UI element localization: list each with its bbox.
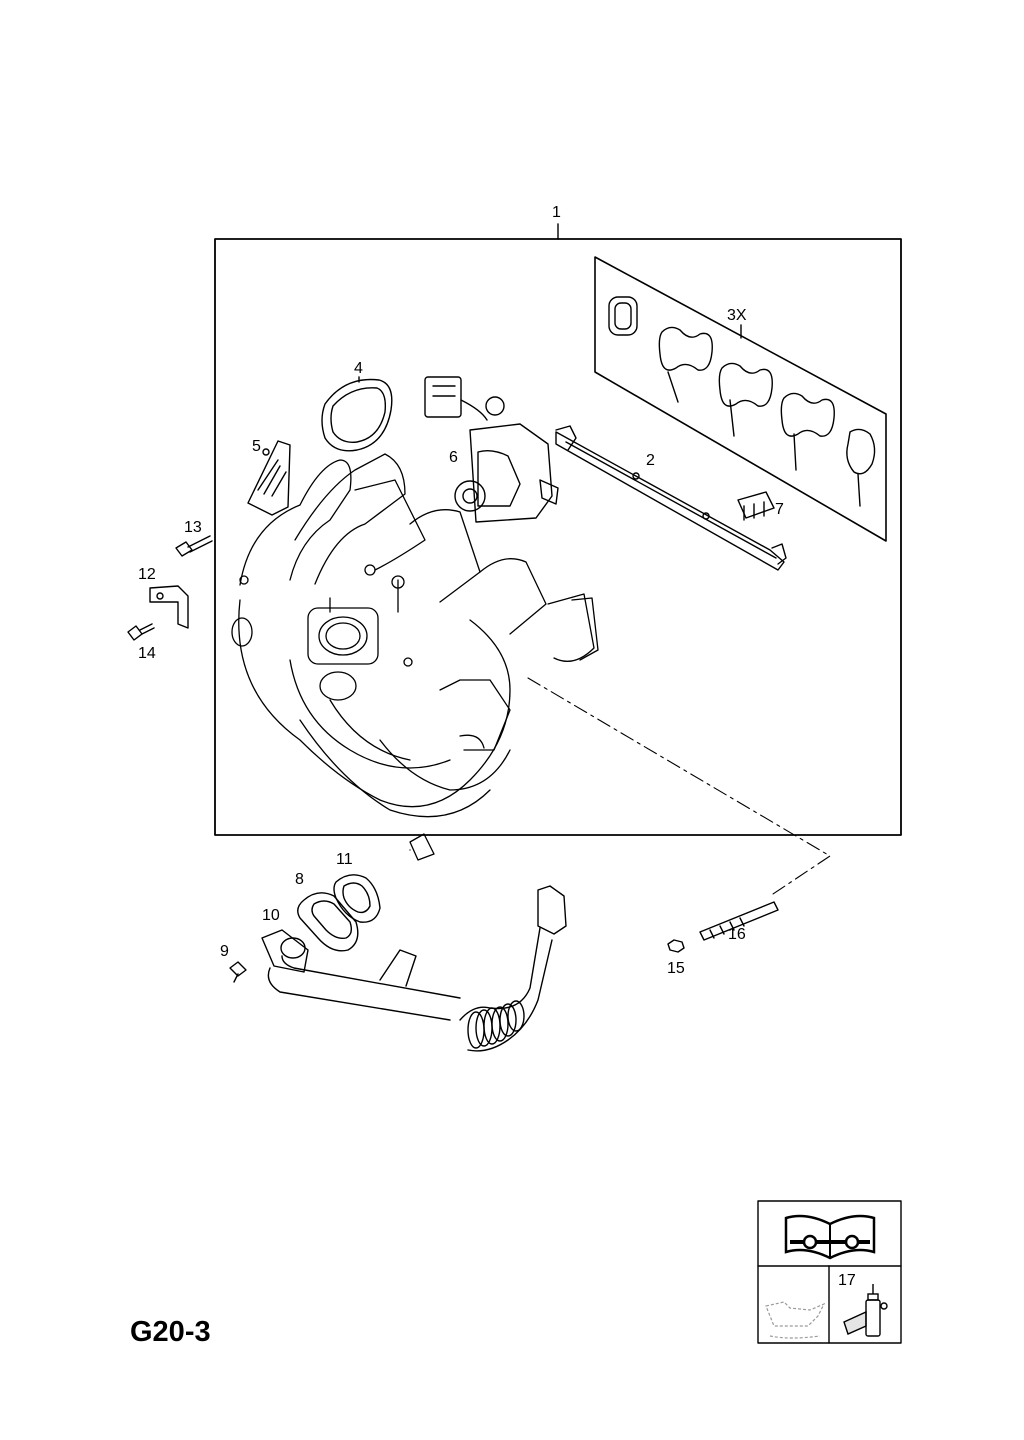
callout-12: 12 bbox=[138, 566, 156, 583]
gasket-part-11 bbox=[333, 874, 381, 923]
intake-manifold bbox=[231, 453, 599, 861]
gasket-part-8 bbox=[297, 892, 359, 952]
callout-10: 10 bbox=[262, 907, 280, 924]
callout-3x: 3X bbox=[727, 307, 747, 324]
callout-13: 13 bbox=[184, 519, 202, 536]
callout-7: 7 bbox=[775, 501, 784, 518]
callout-11: 11 bbox=[336, 851, 353, 868]
throttle-gasket bbox=[321, 378, 393, 452]
throttle-body-part-6 bbox=[424, 376, 559, 523]
oil-can-icon bbox=[765, 1301, 826, 1339]
page-code: G20-3 bbox=[130, 1316, 211, 1348]
callout-4: 4 bbox=[354, 360, 363, 377]
bracket-part-5 bbox=[247, 440, 291, 516]
callout-2: 2 bbox=[646, 452, 655, 469]
bracket-part-12 bbox=[149, 585, 189, 629]
rail-part-2 bbox=[555, 425, 787, 571]
nut-part-15 bbox=[667, 939, 685, 953]
gasket-set bbox=[608, 296, 876, 507]
callout-14: 14 bbox=[138, 645, 156, 662]
callout-16: 16 bbox=[728, 926, 746, 943]
callout-8: 8 bbox=[295, 871, 304, 888]
manual-wrench-icon bbox=[784, 1214, 876, 1260]
callout-5: 5 bbox=[252, 438, 261, 455]
bolt-part-9 bbox=[229, 961, 247, 983]
sealant-bottle-icon bbox=[843, 1284, 888, 1337]
clip-part-7 bbox=[737, 491, 775, 521]
egr-bellows bbox=[467, 1000, 525, 1049]
stud-part-16 bbox=[699, 901, 779, 941]
dash-leader-16 bbox=[527, 677, 831, 897]
callout-6: 6 bbox=[449, 449, 458, 466]
bolt-part-14 bbox=[127, 623, 155, 641]
egr-pipe bbox=[261, 885, 567, 1052]
callout-17: 17 bbox=[838, 1272, 856, 1289]
callout-9: 9 bbox=[220, 943, 229, 960]
gasket-set-panel bbox=[594, 256, 887, 542]
callout-15: 15 bbox=[667, 960, 685, 977]
bolt-part-13 bbox=[175, 535, 213, 557]
callout-1: 1 bbox=[552, 204, 561, 221]
